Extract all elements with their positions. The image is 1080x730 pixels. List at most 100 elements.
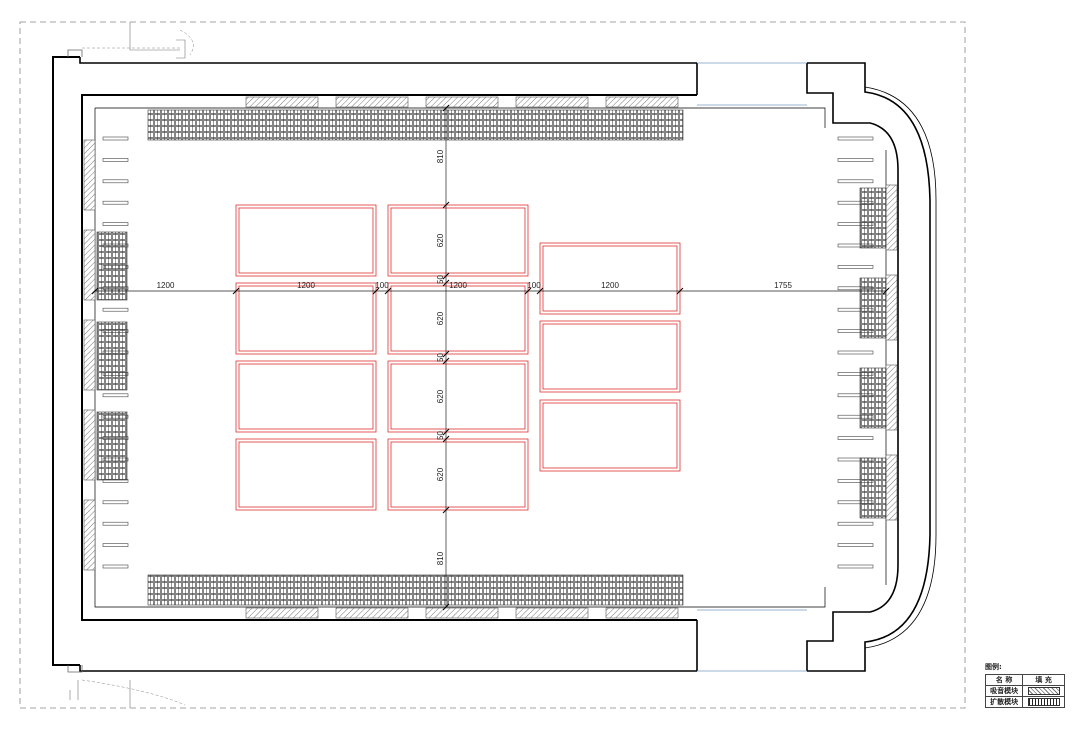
seat-bar — [102, 564, 129, 569]
site-boundary — [19, 21, 966, 709]
seat-bar — [837, 350, 874, 355]
absorption-panel — [515, 96, 589, 108]
diffuser-strip — [147, 109, 684, 141]
seat-bar — [837, 329, 874, 333]
seat-bar — [102, 286, 129, 291]
seat-bar — [837, 543, 874, 547]
diffuser-block — [859, 187, 887, 249]
seat-bar — [837, 200, 874, 205]
seat-bar — [837, 222, 874, 226]
absorption-panel — [885, 364, 898, 431]
seat-bar — [102, 436, 129, 440]
seat-bar — [837, 521, 874, 526]
platform-module-inner — [390, 207, 526, 274]
seat-bar — [102, 179, 129, 184]
absorption-panel — [605, 607, 679, 619]
seat-bar — [837, 564, 874, 569]
platform-module — [235, 438, 377, 511]
absorption-panel — [885, 274, 898, 341]
platform-module — [539, 320, 681, 393]
platform-module — [387, 282, 529, 355]
dimension-label: 810 — [436, 551, 445, 565]
absorption-panel — [425, 96, 499, 108]
dimension-tick — [91, 287, 99, 295]
platform-module-inner — [390, 441, 526, 508]
dimension-tick — [442, 603, 450, 611]
legend-header-name: 名 称 — [984, 674, 1024, 686]
dimension-label: 1200 — [449, 281, 467, 290]
dimension-label: 620 — [436, 467, 445, 481]
platform-module-inner — [238, 207, 374, 274]
diffuser-block — [859, 367, 887, 429]
legend-row-diffuser: 扩散模块 — [984, 696, 1024, 708]
seat-bar — [837, 136, 874, 141]
legend-header-fill: 填 充 — [1022, 674, 1065, 686]
platform-module — [235, 282, 377, 355]
diffuser-block — [96, 411, 128, 481]
dimension-tick — [442, 506, 450, 514]
dimension-tick — [372, 287, 380, 295]
platform-module-inner — [238, 441, 374, 508]
seat-bar — [102, 307, 129, 312]
diffuser-swatch — [1027, 698, 1060, 706]
diffuser-block — [96, 321, 128, 391]
seat-bar — [102, 543, 129, 547]
platform-module-inner — [542, 323, 678, 390]
seat-bar — [102, 350, 129, 355]
dimension-label: 1200 — [157, 281, 175, 290]
platform-module — [387, 360, 529, 433]
platform-module — [539, 242, 681, 315]
seat-bar — [837, 372, 874, 376]
platform-module — [387, 438, 529, 511]
absorption-panel — [605, 96, 679, 108]
dimension-tick — [442, 357, 450, 365]
platform-module-inner — [542, 402, 678, 469]
dimension-label: 1200 — [601, 281, 619, 290]
dimension-tick — [442, 279, 450, 287]
seat-bar — [102, 479, 129, 483]
seat-bar — [102, 457, 129, 462]
platform-module — [387, 204, 529, 277]
diffuser-block — [96, 231, 128, 301]
dimension-tick — [232, 287, 240, 295]
seat-bar — [102, 521, 129, 526]
legend-row-absorption: 吸音模块 — [984, 685, 1024, 697]
dimension-label: 50 — [436, 275, 445, 284]
seat-bar — [837, 414, 874, 419]
absorption-panel — [425, 607, 499, 619]
dimension-tick — [536, 287, 544, 295]
platform-module — [539, 399, 681, 472]
absorption-panel — [885, 184, 898, 251]
absorption-swatch — [1027, 687, 1060, 695]
seat-bar — [102, 500, 129, 505]
seat-bar — [837, 243, 874, 248]
diffuser-strip — [147, 574, 684, 606]
dimension-label: 100 — [375, 281, 389, 290]
absorption-panel — [515, 607, 589, 619]
dimension-tick — [882, 287, 890, 295]
seat-bar — [102, 222, 129, 226]
diffuser-block — [859, 457, 887, 519]
seat-bar — [837, 500, 874, 505]
dimension-tick — [442, 104, 450, 112]
absorption-panel — [83, 319, 96, 391]
absorption-panel — [245, 607, 319, 619]
absorption-panel — [83, 229, 96, 301]
legend: 图例: 名 称填 充 吸音模块 扩散模块 — [984, 662, 1065, 708]
seat-bar — [837, 307, 874, 312]
seat-bar — [837, 457, 874, 462]
platform-module-inner — [542, 245, 678, 312]
seat-bar — [102, 200, 129, 205]
dimension-tick — [442, 350, 450, 358]
absorption-panel — [335, 96, 409, 108]
dimension-tick — [442, 435, 450, 443]
seat-bar — [837, 179, 874, 184]
seat-bar — [102, 414, 129, 419]
absorption-panel — [245, 96, 319, 108]
dimension-label: 50 — [436, 431, 445, 440]
seat-bar — [102, 136, 129, 141]
absorption-panel — [335, 607, 409, 619]
dimension-tick — [676, 287, 684, 295]
seat-bar — [837, 393, 874, 398]
